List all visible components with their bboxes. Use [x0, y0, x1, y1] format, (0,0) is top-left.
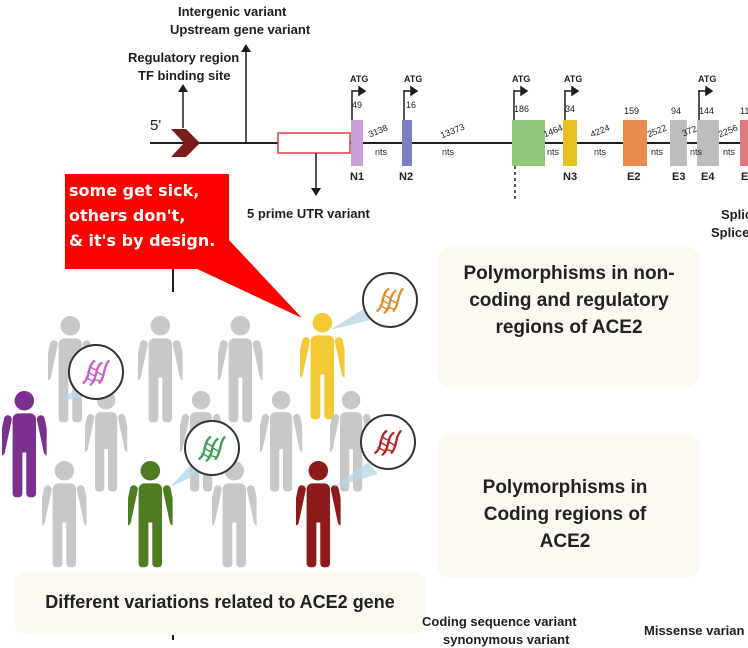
missense-label: Missense varian: [644, 623, 745, 638]
promoter-chevron: [171, 129, 200, 157]
regulatory-arrow: [178, 84, 188, 92]
splice-label-1: Splic: [721, 207, 748, 222]
variations-box: [14, 571, 426, 635]
utr-label: 5 prime UTR variant: [247, 206, 370, 221]
callout-box: some get sick, others don't, & it's by d…: [65, 174, 229, 269]
exon-size: 16: [406, 100, 417, 110]
intron-unit: nts: [375, 147, 388, 157]
intergenic-label: Intergenic variant: [178, 4, 287, 19]
coding-box-text: Polymorphisms in Coding regions of ACE2: [482, 477, 648, 552]
exon-name: N3: [563, 171, 578, 183]
exon-e4: [697, 120, 719, 166]
dna-bubble: [184, 420, 240, 476]
noncoding-box-text: Polymorphisms in non-coding and regulato…: [463, 263, 675, 338]
exon-n3: [563, 120, 577, 166]
variations-title: Different variations related to ACE2 gen…: [45, 592, 395, 612]
coding-variant-label: Coding sequence variant: [422, 614, 577, 629]
upstream-label: Upstream gene variant: [170, 22, 311, 37]
exon-size: 159: [624, 106, 640, 116]
intron-unit: nts: [594, 147, 607, 157]
exon-name: E4: [701, 171, 715, 183]
tf-binding-label: TF binding site: [138, 68, 231, 83]
exon-size: 186: [514, 104, 530, 114]
exon-e3: [670, 120, 687, 166]
dna-bubble: [68, 344, 124, 400]
exon-name: N2: [399, 171, 414, 183]
atg-label: ATG: [564, 74, 583, 84]
atg-flags: [351, 85, 714, 120]
exon-size: 94: [671, 106, 682, 116]
intergenic-arrow: [241, 44, 251, 52]
atg-label: ATG: [512, 74, 531, 84]
dna-bubble: [360, 414, 416, 470]
exon-n1: [351, 120, 363, 166]
splice-label-2: Splice: [711, 225, 748, 240]
exon-name: E3: [672, 171, 686, 183]
dna-bubble: [362, 272, 418, 328]
utr-arrow: [311, 188, 321, 196]
exon-e5: [740, 120, 748, 166]
exon-size: 11: [740, 106, 748, 116]
regulatory-label: Regulatory region: [128, 50, 240, 65]
exon-name: E2: [627, 171, 641, 183]
utr-box: [277, 132, 351, 154]
intron-unit: nts: [651, 147, 664, 157]
atg-label: ATG: [404, 74, 423, 84]
five-prime-label: 5': [150, 117, 162, 134]
exon-size: 144: [699, 106, 715, 116]
exon-186: [512, 120, 545, 166]
intron-unit: nts: [547, 147, 560, 157]
coding-box: [437, 433, 700, 578]
exon-size: 49: [352, 100, 363, 110]
exon-name: N1: [350, 171, 365, 183]
exon-name: E: [741, 171, 748, 183]
intron-unit: nts: [442, 147, 455, 157]
atg-label: ATG: [698, 74, 717, 84]
intron-unit: nts: [723, 147, 736, 157]
intron-unit: nts: [690, 147, 703, 157]
atg-label: ATG: [350, 74, 369, 84]
exon-n2: [402, 120, 412, 166]
exon-size: 34: [565, 104, 576, 114]
exon-e2: [623, 120, 647, 166]
noncoding-box: [437, 247, 700, 387]
